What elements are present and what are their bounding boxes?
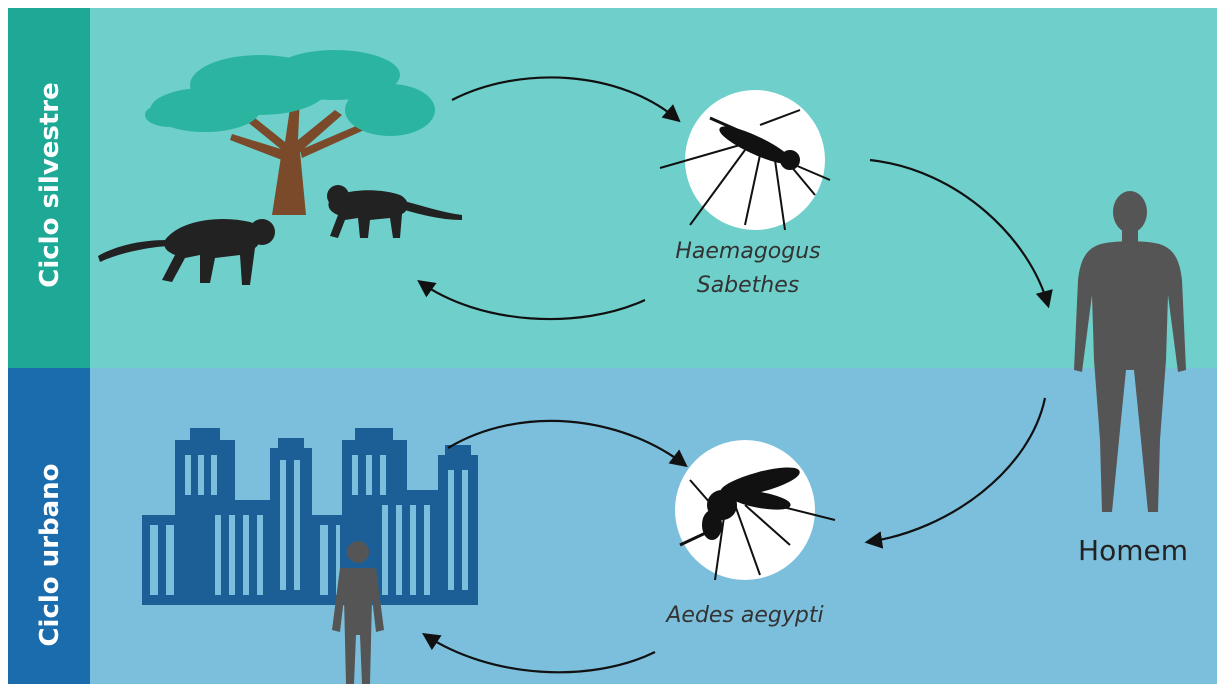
urban-vector-name: Aedes aegypti [664, 603, 823, 628]
urban-cycle-label: Ciclo urbano [35, 463, 65, 646]
human-label: Homem [1078, 534, 1188, 567]
sylvatic-vector-name-line1: Haemagogus [675, 239, 820, 264]
sylvatic-cycle-label: Ciclo silvestre [35, 82, 65, 287]
sylvatic-band [8, 8, 1217, 368]
sylvatic-vector-name-line2: Sabethes [697, 273, 800, 298]
